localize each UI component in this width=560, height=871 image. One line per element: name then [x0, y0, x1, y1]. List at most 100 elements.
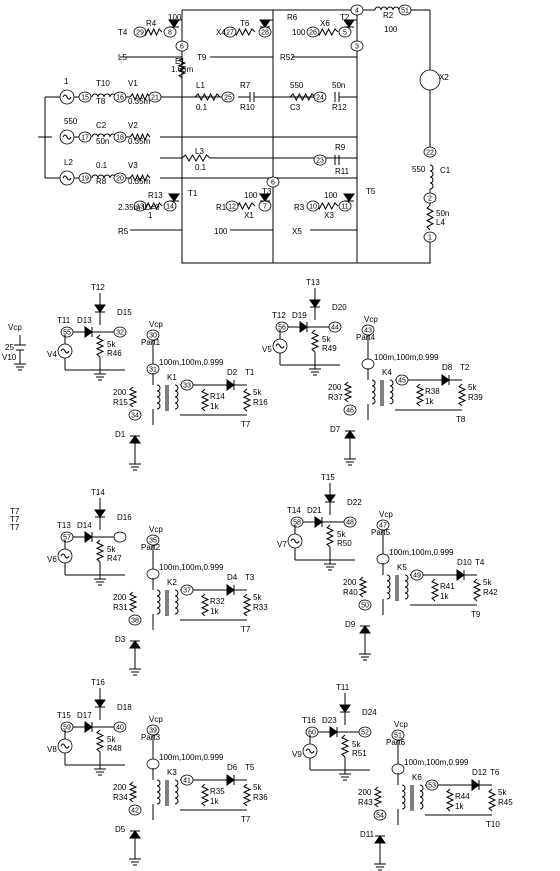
diode-out [441, 374, 450, 386]
power-node-4-circle [350, 4, 364, 16]
driver-node-vcc-label: 35 [149, 538, 157, 545]
inductor-v2 [91, 133, 117, 138]
power-label-29: R12 [332, 103, 347, 112]
driver-vcc-label: Vcp [149, 715, 163, 724]
diode-in [299, 321, 308, 333]
power-node-20-circle [113, 172, 127, 184]
driver-node-out-circle [343, 516, 357, 528]
switch-bot-2 [343, 193, 355, 202]
power-node-26-circle [306, 26, 320, 38]
power-node-12-circle [225, 200, 239, 212]
driver-node-gate-label: 50 [361, 603, 369, 610]
power-label-63: T7 [10, 507, 20, 516]
diode-out [471, 779, 480, 791]
driver-vcc-label: Vcp [149, 525, 163, 534]
resistor-out [472, 578, 482, 602]
diode-gate [344, 430, 356, 439]
driver-in-diode-label: D13 [77, 316, 92, 325]
driver-k-label: K1 [167, 373, 177, 382]
power-node-14-label: 14 [166, 204, 174, 211]
driver-out-terminal: T1 [245, 368, 255, 377]
diode-in [84, 531, 93, 543]
power-node-51-circle [398, 4, 412, 16]
diode-gate [129, 640, 141, 649]
power-label-47: L4 [436, 218, 445, 227]
transformer-primary [386, 574, 391, 600]
supply-name: Vcp [8, 323, 22, 332]
resistor-bias [95, 729, 105, 753]
power-node-2-label: 2 [428, 196, 432, 203]
driver-out-terminal: T2 [460, 363, 470, 372]
driver-source-label: V4 [47, 350, 57, 359]
diode-top [94, 509, 106, 518]
driver-return-terminal: T8 [456, 415, 466, 424]
power-label-43: R11 [335, 167, 350, 176]
diode-out [226, 379, 235, 391]
driver-top-terminal: T15 [321, 473, 335, 482]
power-label-24: R7 [240, 81, 251, 90]
driver-top-terminal: T12 [91, 283, 105, 292]
power-node-51-label: 51 [401, 8, 409, 15]
driver-top-diode-label: D20 [332, 303, 347, 312]
driver-node-out-label: 32 [116, 330, 124, 337]
driver-in-diode-label: D23 [322, 716, 337, 725]
diode-in [84, 326, 93, 338]
inductor-v3 [91, 174, 117, 179]
driver-ro-value: 5k [253, 388, 262, 397]
driver-in-terminal: T16 [302, 716, 316, 725]
power-label-26: 550 [290, 81, 304, 90]
power-node-23-label: 23 [316, 158, 324, 165]
transformer-secondary [389, 379, 394, 405]
driver-node-sw-circle [376, 553, 390, 565]
power-node-10-circle [306, 200, 320, 212]
power-label-37: R8 [96, 177, 107, 186]
driver-k-params: 100m,100m,0.999 [404, 758, 469, 767]
power-label-36: 0.1 [96, 161, 108, 170]
driver-node-out-label: 40 [116, 725, 124, 732]
resistor-bias [95, 334, 105, 358]
driver-part-label: Part1 [141, 338, 161, 347]
driver-rg-value: 200 [358, 788, 372, 797]
power-node-6-circle [175, 40, 189, 52]
power-label-2: 100 [168, 13, 182, 22]
resistor-gate [128, 386, 138, 408]
driver-out-terminal: T3 [245, 573, 255, 582]
power-label-13: 1.65m [171, 65, 194, 74]
resistor-bias [310, 329, 320, 353]
driver-node-sw-circle [146, 758, 160, 770]
driver-source-wave [290, 538, 300, 544]
power-label-48: 2.35m IC=0 [118, 203, 160, 212]
driver-node-out-circle [328, 321, 342, 333]
driver-rs-value: 1k [440, 592, 449, 601]
driver-ro-name: R45 [498, 798, 513, 807]
driver-gate-diode-label: D5 [115, 825, 126, 834]
driver-bias-value: 5k [107, 735, 116, 744]
driver-top-terminal: T13 [306, 278, 320, 287]
power-label-50: 1 [148, 211, 153, 220]
driver-node-sw-circle [146, 568, 160, 580]
driver-out-diode-label: D2 [227, 368, 238, 377]
driver-return-terminal: T7 [241, 625, 251, 634]
power-label-41: 0.1 [195, 163, 207, 172]
driver-node-sec-label: 53 [428, 783, 436, 790]
driver-ro-value: 5k [468, 383, 477, 392]
power-label-56: R3 [294, 203, 305, 212]
driver-part2: T14D16T1357D145kR47V6Part2Vcp35100m,100m… [47, 488, 268, 676]
power-node-13-circle [133, 200, 147, 212]
diode-top [94, 304, 106, 313]
switch-bot-0 [168, 193, 180, 202]
resistor-bias [325, 524, 335, 548]
power-node-24-label: 24 [316, 95, 324, 102]
power-label-27: C3 [290, 103, 301, 112]
driver-node-gate-circle [373, 809, 387, 821]
power-label-20: V1 [128, 79, 138, 88]
driver-in-diode-label: D14 [77, 521, 92, 530]
driver-node-gate-circle [358, 599, 372, 611]
power-label-58: X3 [324, 211, 334, 220]
driver-in-terminal: T15 [57, 711, 71, 720]
diode-top [94, 699, 106, 708]
driver-node-out-circle [113, 531, 127, 543]
driver-return-terminal: T9 [471, 610, 481, 619]
power-node-20-label: 20 [116, 176, 124, 183]
driver-node-out-circle [113, 326, 127, 338]
